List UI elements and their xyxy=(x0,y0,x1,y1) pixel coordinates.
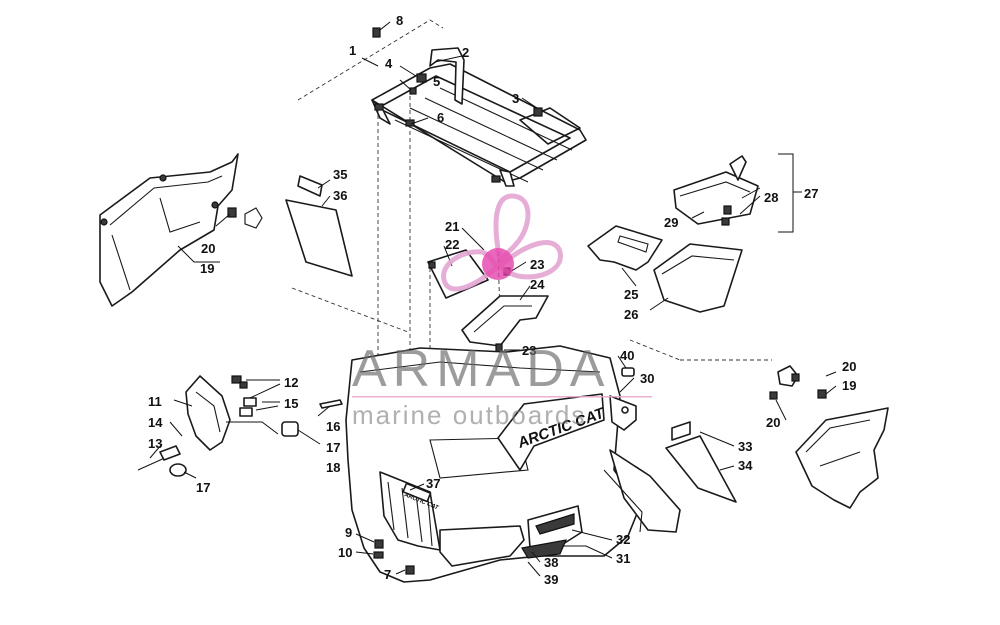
callout-7: 7 xyxy=(384,567,391,582)
nut-7 xyxy=(405,565,415,575)
watermark-title: ARMADA xyxy=(352,340,610,398)
decal-35-36 xyxy=(285,175,353,277)
callout-20-right-top: 20 xyxy=(842,359,856,374)
front-rack xyxy=(297,19,587,187)
guide-diagonal-left xyxy=(291,287,409,333)
callout-18: 18 xyxy=(326,460,340,475)
left-side-panel xyxy=(99,153,263,307)
callout-8: 8 xyxy=(396,13,403,28)
callout-35: 35 xyxy=(333,167,347,182)
bolt-9 xyxy=(374,539,384,549)
guide-diagonal-right xyxy=(629,339,681,361)
callout-4: 4 xyxy=(385,56,393,71)
body-leaders xyxy=(409,355,635,577)
watermark-subtitle: marine outboards xyxy=(352,400,586,430)
callout-6: 6 xyxy=(437,110,444,125)
callout-17b: 17 xyxy=(196,480,210,495)
callout-24: 24 xyxy=(530,277,545,292)
washer-10 xyxy=(373,551,384,559)
callout-3: 3 xyxy=(512,91,519,106)
callout-26: 26 xyxy=(624,307,638,322)
callout-1: 1 xyxy=(349,43,356,58)
callout-22: 22 xyxy=(445,237,459,252)
callout-30: 30 xyxy=(640,371,654,386)
callout-13: 13 xyxy=(148,436,162,451)
headlight-assembly xyxy=(137,375,343,479)
callout-17a: 17 xyxy=(326,440,340,455)
callout-28a: 28 xyxy=(764,190,778,205)
callout-32: 32 xyxy=(616,532,630,547)
callout-12: 12 xyxy=(284,375,298,390)
callout-19-left: 19 xyxy=(200,261,214,276)
callout-25: 25 xyxy=(624,287,638,302)
callout-15: 15 xyxy=(284,396,298,411)
callout-23a: 23 xyxy=(530,257,544,272)
right-side-panel xyxy=(680,359,889,509)
callout-9: 9 xyxy=(345,525,352,540)
callout-11: 11 xyxy=(148,394,162,409)
callout-20-left: 20 xyxy=(201,241,215,256)
callout-27: 27 xyxy=(804,186,818,201)
leader-9 xyxy=(355,533,375,543)
callout-29: 29 xyxy=(664,215,678,230)
watermark-rule xyxy=(352,396,652,398)
callout-40: 40 xyxy=(620,348,634,363)
callout-38: 38 xyxy=(544,555,558,570)
watermark: ARMADA marine outboards xyxy=(352,193,652,430)
callout-21: 21 xyxy=(445,219,459,234)
callout-10: 10 xyxy=(338,545,352,560)
callout-5: 5 xyxy=(433,74,440,89)
callout-16: 16 xyxy=(326,419,340,434)
callout-14: 14 xyxy=(148,415,163,430)
callout-2: 2 xyxy=(462,45,469,60)
propeller-logo xyxy=(441,193,563,292)
callout-31: 31 xyxy=(616,551,630,566)
decal-33-34 xyxy=(665,421,737,503)
callout-19-right: 19 xyxy=(842,378,856,393)
front-body: ARCTIC CAT ARCTIC CAT xyxy=(345,345,681,583)
callout-20-right: 20 xyxy=(766,415,780,430)
callout-39: 39 xyxy=(544,572,558,587)
callouts: 1 2 3 4 5 6 7 8 9 10 11 12 13 14 15 16 1… xyxy=(148,13,856,587)
callout-23b: 23 xyxy=(522,343,536,358)
leader-10 xyxy=(355,551,374,555)
storage-box xyxy=(587,153,802,313)
leader-7 xyxy=(395,569,406,575)
callout-36: 36 xyxy=(333,188,347,203)
callout-33: 33 xyxy=(738,439,752,454)
callout-34: 34 xyxy=(738,458,753,473)
callout-37: 37 xyxy=(426,476,440,491)
